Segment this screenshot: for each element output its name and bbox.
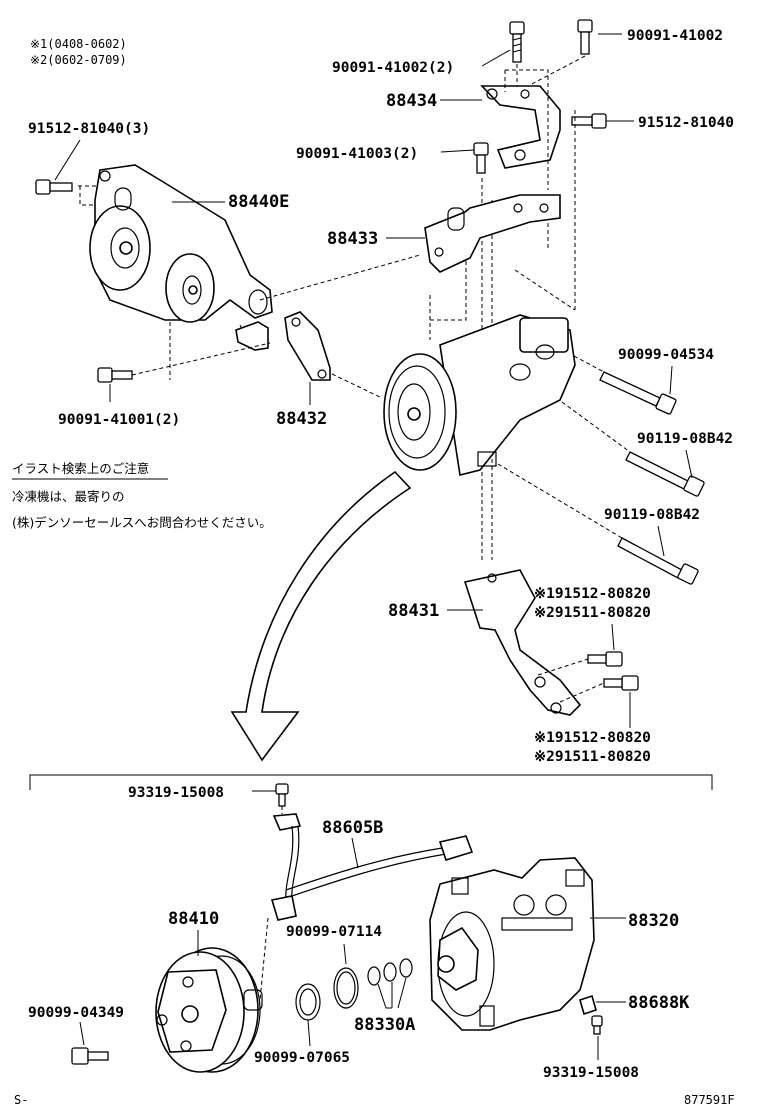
label-90099-04349[interactable]: 90099-04349 — [28, 1005, 124, 1021]
label-88440E[interactable]: 88440E — [228, 192, 289, 212]
detail-frame — [29, 774, 713, 790]
label-88688K[interactable]: 88688K — [628, 993, 690, 1013]
illustration-code: 877591F — [684, 1093, 735, 1107]
label-88432[interactable]: 88432 — [276, 409, 327, 429]
label-90091-41003-2[interactable]: 90091-41003(2) — [296, 146, 418, 162]
bolt-90099-04534[interactable] — [599, 371, 677, 415]
label-88330A[interactable]: 88330A — [354, 1015, 415, 1035]
bolt-90091-41002-left[interactable] — [509, 21, 525, 63]
bolt-90119-08B42-b[interactable] — [617, 537, 699, 585]
label-90091-41002-2[interactable]: 90091-41002(2) — [332, 60, 454, 76]
label-93319-15008-b[interactable]: 93319-15008 — [543, 1065, 639, 1081]
bolt-91512-80820-a[interactable] — [587, 651, 623, 667]
bracket-88434[interactable] — [480, 85, 561, 169]
label-91511-80820-a[interactable]: ※291511-80820 — [534, 605, 651, 621]
bracket-88432[interactable] — [284, 311, 331, 381]
snap-ring-90099-07065[interactable] — [295, 983, 321, 1021]
label-90099-07114[interactable]: 90099-07114 — [286, 924, 382, 940]
label-90091-41002[interactable]: 90091-41002 — [627, 28, 723, 44]
shim-set-88330A[interactable] — [367, 958, 413, 986]
label-91512-81040-3[interactable]: 91512-81040(3) — [28, 121, 150, 137]
footer-prefix: S- — [14, 1093, 28, 1107]
compressor-body-88320[interactable] — [429, 857, 595, 1031]
label-88320[interactable]: 88320 — [628, 911, 679, 931]
label-90099-04534[interactable]: 90099-04534 — [618, 347, 714, 363]
caution-title: イラスト検索上のご注意 — [12, 461, 149, 476]
screw-93319-15008-b[interactable] — [591, 1015, 603, 1035]
stay-88440E-foot[interactable] — [235, 321, 269, 351]
bracket-88433[interactable] — [424, 194, 561, 273]
label-91512-80820-b[interactable]: ※191512-80820 — [534, 730, 651, 746]
bolt-90091-41001-2[interactable] — [97, 367, 133, 383]
label-88431[interactable]: 88431 — [388, 601, 439, 621]
label-91512-80820-a[interactable]: ※191512-80820 — [534, 586, 651, 602]
bracket-88431[interactable] — [463, 569, 582, 716]
bolt-91512-81040-3[interactable] — [35, 179, 73, 195]
tensioner-bracket-88440E[interactable] — [89, 164, 273, 323]
label-88410[interactable]: 88410 — [168, 909, 219, 929]
caution-line-2: (株)デンソーセールスへお問合わせください。 — [12, 515, 272, 530]
compressor-upper[interactable] — [383, 314, 576, 476]
label-93319-15008-a[interactable]: 93319-15008 — [128, 785, 224, 801]
caution-line-1: 冷凍機は、最寄りの — [12, 489, 125, 504]
bracket-88688K[interactable] — [579, 994, 597, 1016]
bolt-90119-08B42-a[interactable] — [625, 451, 705, 497]
sensor-harness-88605B[interactable] — [270, 813, 474, 921]
bolt-91512-81040[interactable] — [571, 113, 607, 129]
assembly-arrow — [230, 470, 412, 762]
label-88433[interactable]: 88433 — [327, 229, 378, 249]
bolt-90099-04349[interactable] — [71, 1047, 109, 1065]
label-90119-08B42-b[interactable]: 90119-08B42 — [604, 507, 700, 523]
bolt-90091-41002-right[interactable] — [577, 19, 593, 55]
variant-note-1: ※1(0408-0602) — [30, 37, 127, 51]
snap-ring-90099-07114[interactable] — [333, 967, 359, 1009]
label-90099-07065[interactable]: 90099-07065 — [254, 1050, 350, 1066]
bolt-90091-41003[interactable] — [473, 142, 489, 174]
label-90091-41001-2[interactable]: 90091-41001(2) — [58, 412, 180, 428]
label-88434[interactable]: 88434 — [386, 91, 437, 111]
magnet-clutch-88410[interactable] — [155, 947, 263, 1073]
label-91511-80820-b[interactable]: ※291511-80820 — [534, 749, 651, 765]
variant-note-2: ※2(0602-0709) — [30, 53, 127, 67]
label-88605B[interactable]: 88605B — [322, 818, 383, 838]
screw-93319-15008-a[interactable] — [275, 783, 289, 807]
label-91512-81040[interactable]: 91512-81040 — [638, 115, 734, 131]
bolt-91512-80820-b[interactable] — [603, 675, 639, 691]
label-90119-08B42-a[interactable]: 90119-08B42 — [637, 431, 733, 447]
